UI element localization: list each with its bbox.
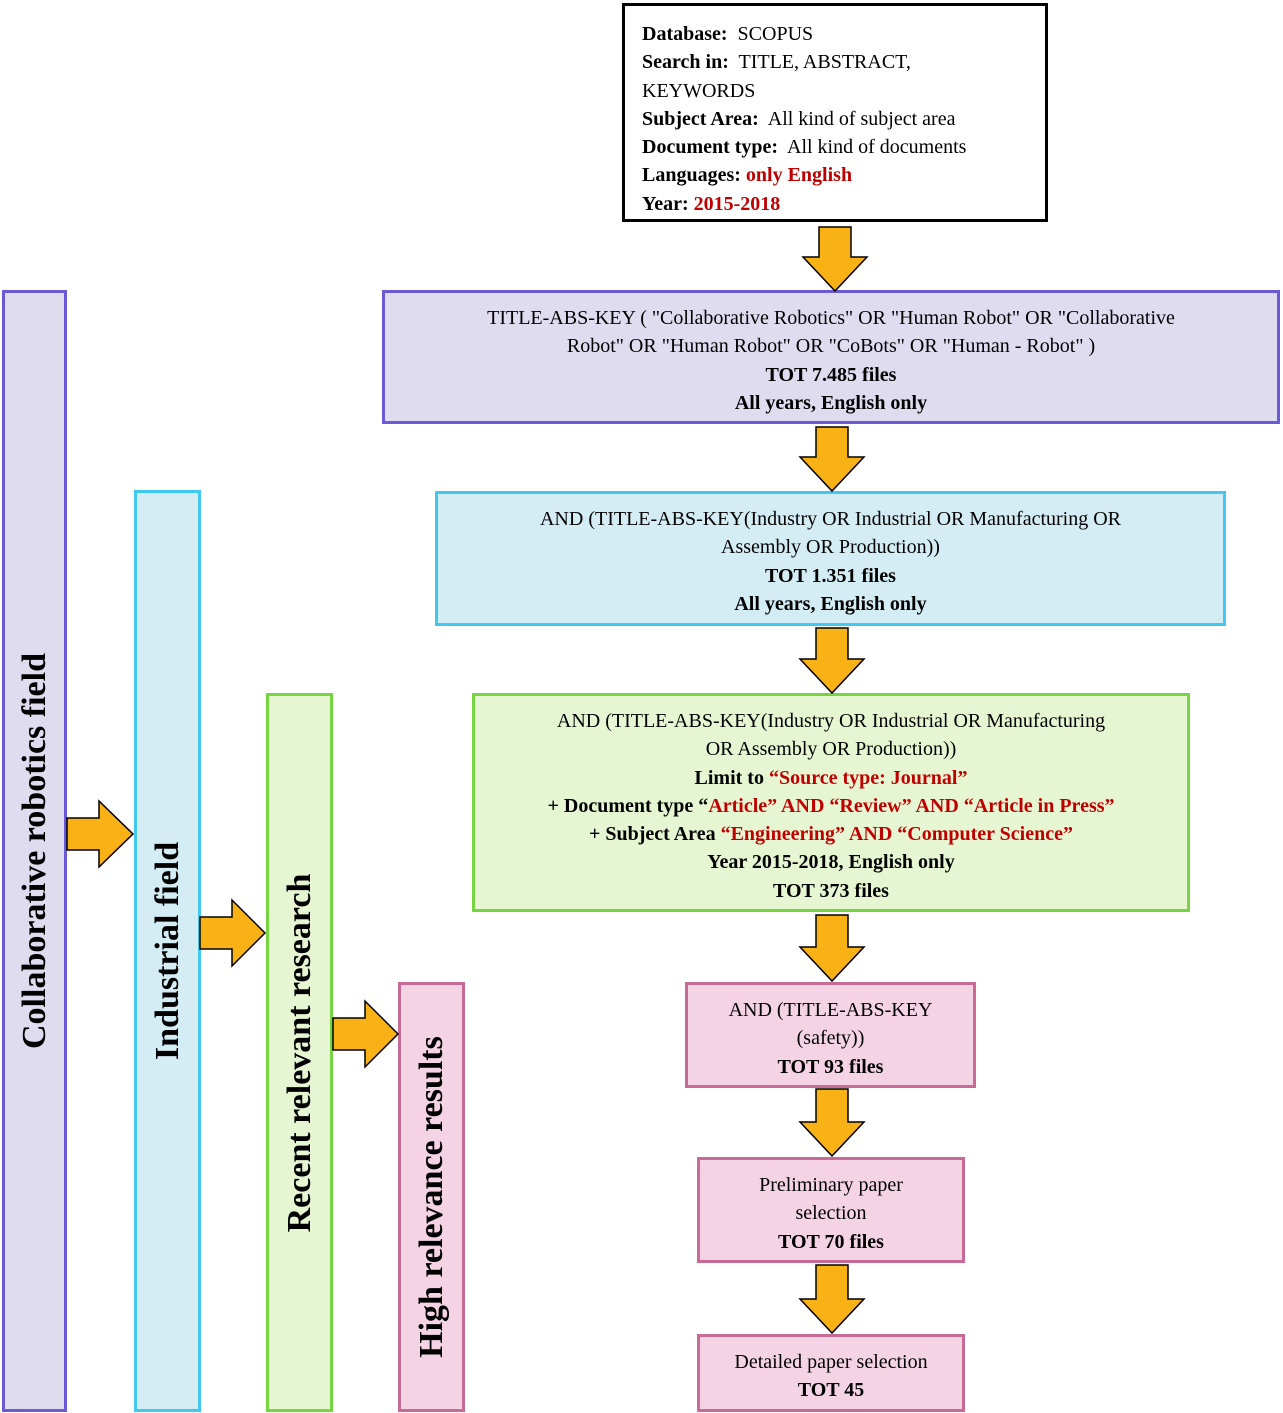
search-value-line2: KEYWORDS: [642, 79, 756, 102]
query3-year: Year 2015-2018, English only: [707, 851, 955, 874]
detailed-selection-box: Detailed paper selection TOT 45: [697, 1334, 965, 1412]
languages-label: Languages:: [642, 164, 741, 187]
query3-line2: OR Assembly OR Production)): [705, 738, 957, 761]
query1-line2: Robot" OR "Human Robot" OR "CoBots" OR "…: [566, 335, 1096, 358]
query3-doctype-value: Article” AND “Review” AND “Article in Pr…: [708, 794, 1115, 817]
query2-line2: Assembly OR Production)): [721, 536, 940, 559]
query5-line1: Preliminary paper: [759, 1174, 903, 1196]
query1-total: TOT 7.485 files: [765, 363, 897, 386]
arrow-down-icon: [798, 914, 866, 983]
query3-limit-prefix: Limit to: [694, 766, 769, 789]
query3-subject-prefix: + Subject Area: [589, 823, 721, 846]
query1-scope: All years, English only: [734, 391, 928, 414]
query3-line1: AND (TITLE-ABS-KEY(Industry OR Industria…: [556, 710, 1106, 732]
arrow-down-icon: [798, 627, 866, 695]
preliminary-selection-box: Preliminary paper selection TOT 70 files: [697, 1157, 965, 1263]
query3-subject-value: “Engineering” AND “Computer Science”: [720, 823, 1073, 846]
arrow-right-icon: [66, 799, 135, 869]
query4-line2: (safety)): [796, 1027, 865, 1050]
query3-doctype-prefix: + Document type “: [547, 794, 709, 817]
column-collaborative-robotics-field: Collaborative robotics field: [2, 290, 67, 1412]
query2-scope: All years, English only: [734, 592, 927, 615]
query6-line1: Detailed paper selection: [734, 1351, 928, 1373]
query1-line1: TITLE-ABS-KEY ( "Collaborative Robotics"…: [487, 307, 1175, 329]
query4-total: TOT 93 files: [777, 1055, 884, 1078]
subject-label: Subject Area:: [642, 107, 759, 130]
query-box-safety: AND (TITLE-ABS-KEY (safety)) TOT 93 file…: [685, 982, 976, 1088]
year-label: Year:: [642, 192, 689, 215]
search-value-line1: TITLE, ABSTRACT,: [738, 51, 911, 74]
column-recent-relevant-research: Recent relevant research: [266, 693, 333, 1412]
column-high-relevance-results: High relevance results: [398, 982, 465, 1412]
arrow-down-icon: [801, 226, 869, 293]
query2-line1: AND (TITLE-ABS-KEY(Industry OR Industria…: [539, 508, 1121, 530]
doctype-value: All kind of documents: [787, 136, 967, 159]
query3-limit-value: “Source type: Journal”: [768, 766, 968, 789]
query2-total: TOT 1.351 files: [765, 564, 896, 587]
query6-total: TOT 45: [797, 1379, 865, 1402]
query-box-collaborative-robotics: TITLE-ABS-KEY ( "Collaborative Robotics"…: [382, 290, 1280, 424]
query5-line2: selection: [795, 1202, 867, 1225]
query5-total: TOT 70 files: [778, 1230, 884, 1253]
column-industrial-field: Industrial field: [134, 490, 201, 1412]
query3-total: TOT 373 files: [773, 879, 889, 902]
query-box-industrial: AND (TITLE-ABS-KEY(Industry OR Industria…: [435, 491, 1226, 626]
arrow-down-icon: [798, 1088, 866, 1158]
year-value: 2015-2018: [693, 192, 781, 215]
arrow-down-icon: [798, 1264, 866, 1335]
database-label: Database:: [642, 23, 728, 45]
query4-line1: AND (TITLE-ABS-KEY: [728, 999, 933, 1021]
arrow-right-icon: [332, 999, 400, 1069]
database-box: Database: SCOPUS Search in: TITLE, ABSTR…: [622, 3, 1048, 222]
subject-value: All kind of subject area: [767, 107, 956, 130]
languages-value: only English: [745, 164, 853, 187]
search-label: Search in:: [642, 51, 729, 74]
arrow-down-icon: [798, 426, 866, 493]
database-value: SCOPUS: [737, 23, 814, 45]
arrow-right-icon: [199, 898, 267, 968]
doctype-label: Document type:: [642, 136, 779, 159]
query-box-recent-research: AND (TITLE-ABS-KEY(Industry OR Industria…: [472, 693, 1190, 912]
